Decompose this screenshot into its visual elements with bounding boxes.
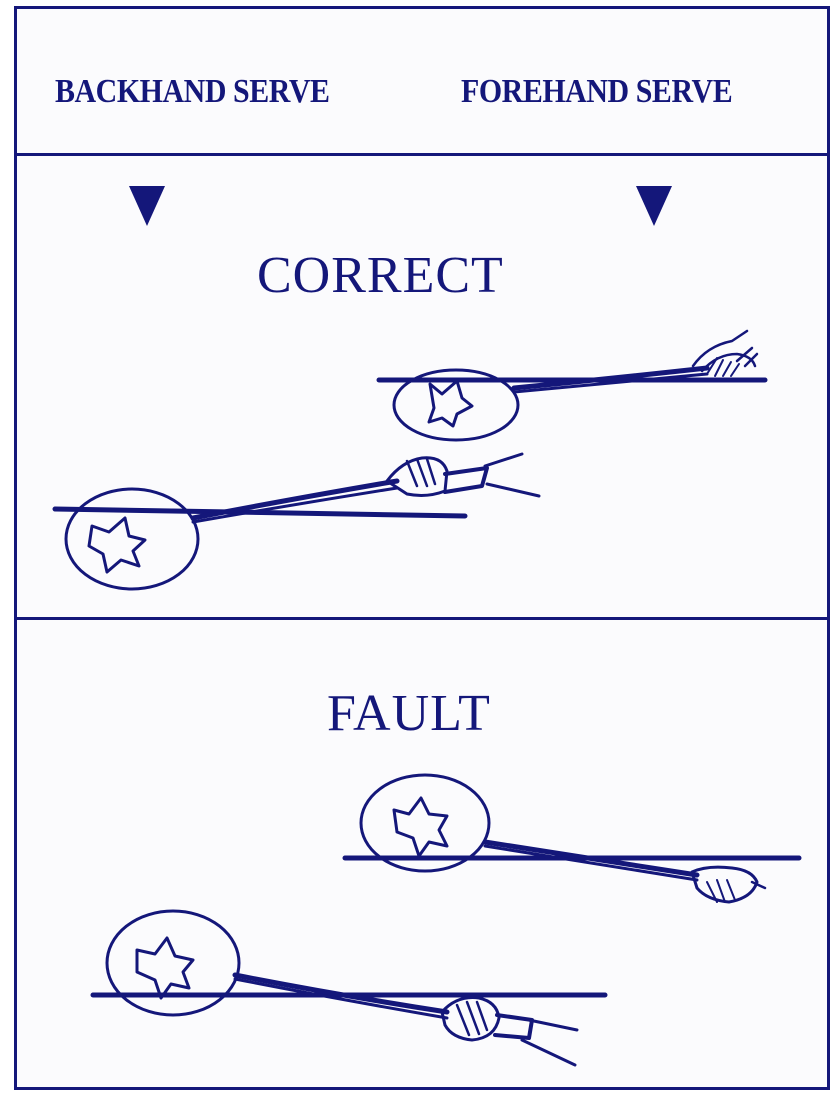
backhand-correct-racket-icon	[55, 481, 465, 589]
forehand-fault-racket-icon	[345, 775, 799, 880]
backhand-fault-racket-icon	[93, 911, 605, 1018]
backhand-correct-shuttlecock-icon	[89, 518, 145, 572]
correct-panel: CORRECT	[17, 156, 827, 620]
forehand-serve-label: FOREHAND SERVE	[461, 73, 732, 111]
correct-illustration	[17, 156, 827, 620]
backhand-serve-label: BACKHAND SERVE	[55, 73, 330, 111]
diagram-frame: BACKHAND SERVE FOREHAND SERVE CORRECT	[14, 6, 830, 1090]
forehand-correct-shuttlecock-icon	[429, 381, 472, 426]
backhand-correct-hand-icon	[387, 454, 539, 496]
forehand-fault-shuttlecock-icon	[394, 798, 447, 856]
backhand-fault-shuttlecock-icon	[137, 938, 193, 998]
header-panel: BACKHAND SERVE FOREHAND SERVE	[17, 9, 827, 156]
backhand-fault-hand-icon	[442, 998, 577, 1065]
forehand-correct-hand-icon	[693, 331, 757, 376]
fault-panel: FAULT	[17, 620, 827, 1087]
forehand-correct-racket-icon	[379, 368, 765, 440]
fault-illustration	[17, 620, 827, 1087]
forehand-fault-hand-icon	[692, 867, 765, 902]
